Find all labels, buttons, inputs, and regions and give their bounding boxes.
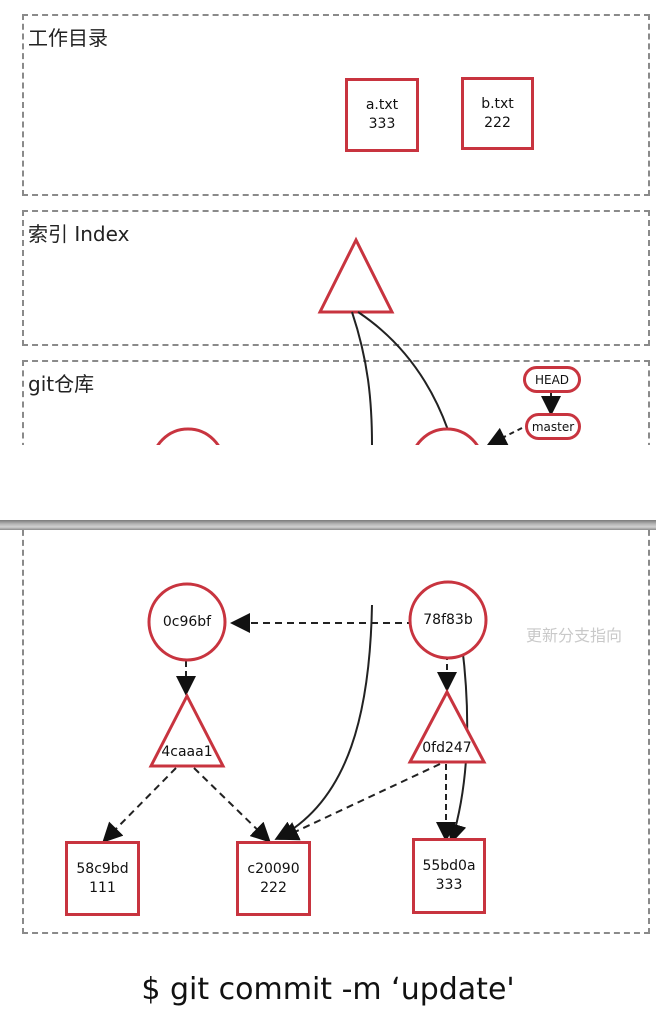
panel-divider: [0, 520, 656, 530]
tree-triangle-0fd247: [407, 688, 487, 764]
head-ref: HEAD: [523, 366, 581, 393]
blob-c20090-content: 222: [260, 879, 287, 896]
tree-left-to-blob2-arrow: [193, 767, 271, 843]
blob-55bd0a-content: 333: [435, 877, 463, 893]
working-directory-label: 工作目录: [28, 26, 108, 50]
faded-note: 更新分支指向: [526, 626, 623, 645]
blob-c20090-id: c20090: [247, 860, 300, 877]
blob-58c9bd: 58c9bd 111: [65, 841, 140, 916]
blob-c20090: c20090 222: [236, 841, 311, 916]
panel-gap: [0, 445, 656, 520]
top-diagram-lines: [156, 236, 561, 445]
working-directory-zone: [22, 14, 650, 196]
working-file-b-content: 222: [484, 114, 511, 131]
index-label: 索引 Index: [28, 222, 130, 246]
blob-55bd0a-id: 55bd0a: [422, 858, 476, 874]
repository-label: git仓库: [28, 372, 95, 396]
repository-zone: [22, 360, 650, 445]
commit-label-78f83b: 78f83b: [423, 612, 473, 628]
index-to-blob-curve: [351, 311, 373, 445]
tree-label-0fd247: 0fd247: [422, 740, 472, 756]
commit-circle-78f83b: [408, 580, 488, 660]
master-ref: master: [525, 413, 581, 440]
working-file-b-name: b.txt: [481, 95, 514, 112]
tree-triangle-4caaa1: [148, 692, 226, 768]
working-file-a: a.txt 333: [345, 78, 419, 152]
commit-circle-left-top: [156, 427, 220, 445]
bottom-panel: 更新分支指向 0c96bf 78f83b 4caaa1 0fd247 58c9b…: [0, 530, 656, 1010]
commit-label-0c96bf: 0c96bf: [162, 614, 212, 630]
master-to-commit-arrow: [486, 427, 523, 445]
index-to-blob-curve-lower: [274, 604, 373, 840]
command-caption: $ git commit -m ‘update': [141, 972, 515, 1007]
commit-circle-0c96bf: [147, 582, 227, 662]
tree-label-4caaa1: 4caaa1: [161, 744, 213, 760]
tree-left-to-blob1-arrow: [102, 767, 177, 843]
blob-58c9bd-id: 58c9bd: [76, 860, 129, 877]
working-file-a-name: a.txt: [365, 97, 399, 113]
top-panel: 工作目录 索引 Index git仓库 a.txt 333 b.txt 222 …: [0, 0, 656, 445]
working-file-b: b.txt 222: [461, 77, 534, 150]
blob-55bd0a: 55bd0a 333: [412, 838, 486, 914]
commit-circle-right-top: [415, 427, 479, 445]
repository-zone-continued: [22, 530, 650, 934]
blob-58c9bd-content: 111: [89, 879, 116, 896]
index-zone: [22, 210, 650, 346]
index-tree-triangle: [317, 236, 395, 314]
index-to-commit-curve: [357, 311, 449, 431]
tree-right-to-blob2-arrow: [278, 763, 441, 841]
bottom-diagram-lines: [102, 580, 488, 844]
working-file-a-content: 333: [368, 116, 396, 132]
